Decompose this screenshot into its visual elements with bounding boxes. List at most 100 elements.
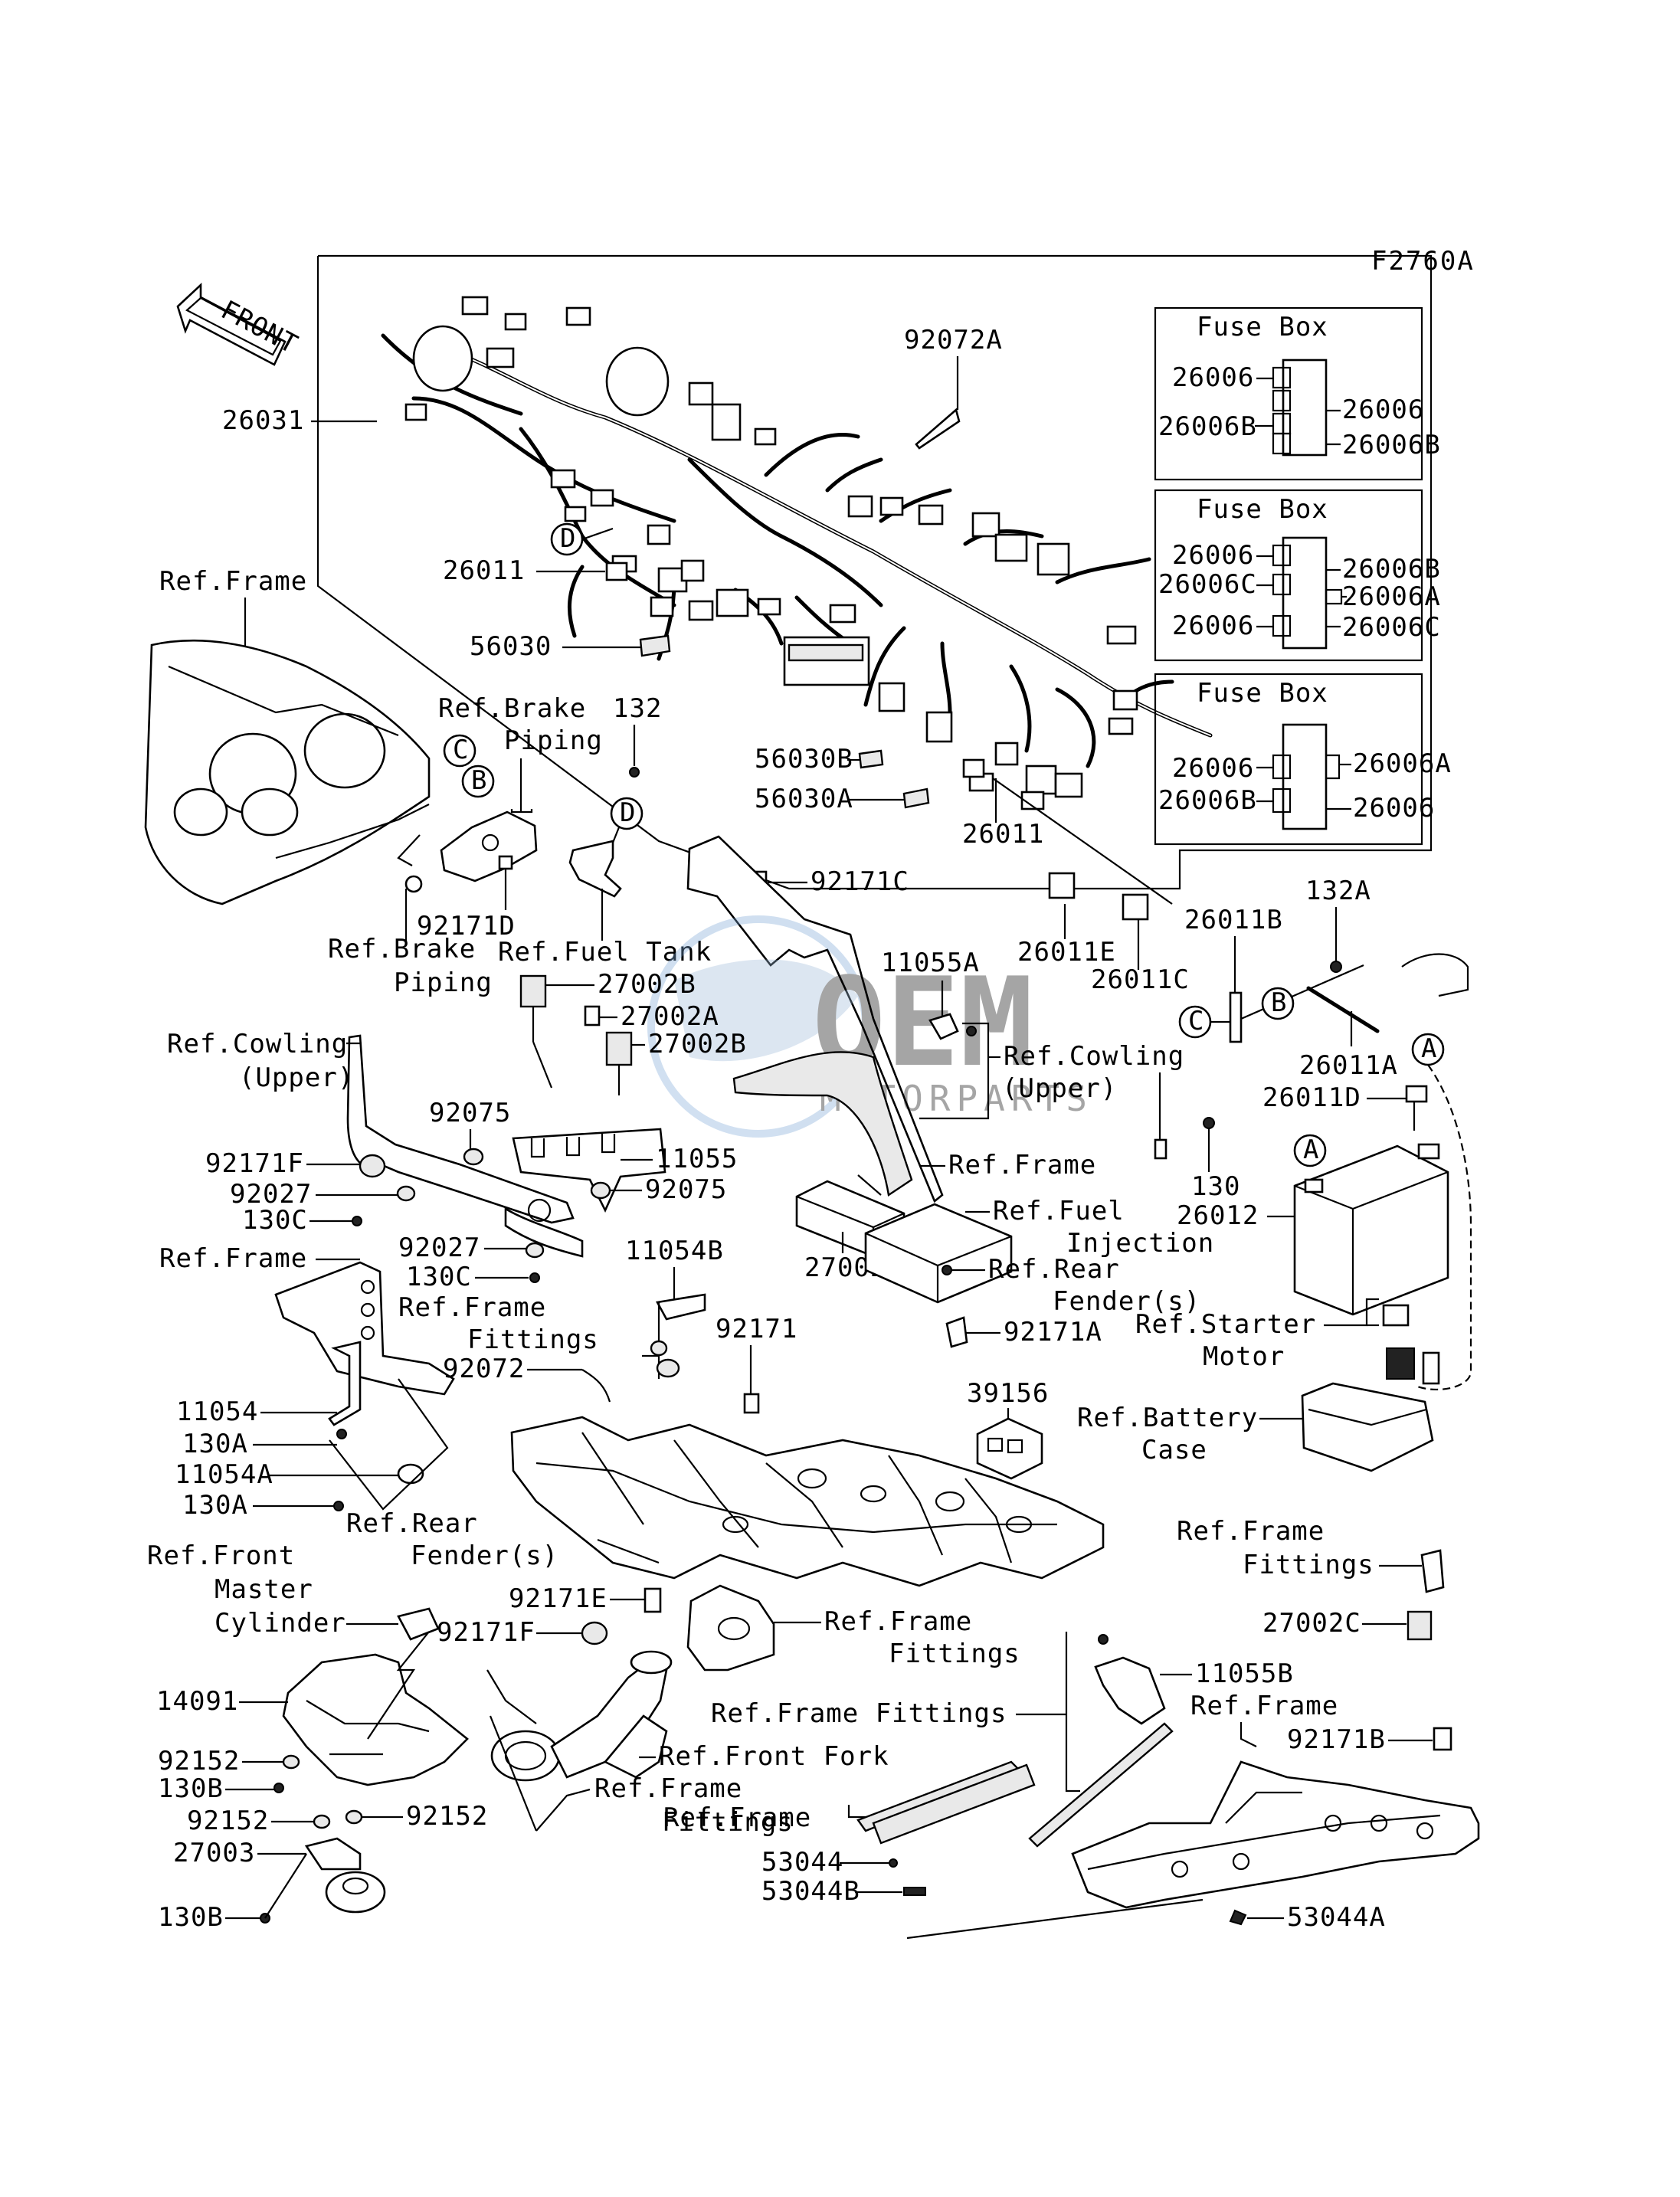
callout-26011A: 26011A (1299, 1050, 1398, 1081)
callout-27002B-mid: 27002B (648, 1029, 747, 1059)
callout-130B-lower: 130B (158, 1902, 224, 1933)
ref-rear-fender-left-1: Ref.Rear (346, 1508, 478, 1539)
fuse-box-3: Fuse Box 26006 26006B 26006A 26006 (1154, 673, 1452, 846)
horn-27003 (304, 1837, 386, 1914)
callout-39156: 39156 (967, 1378, 1049, 1409)
ref-fuel-injection-1: Ref.Fuel (993, 1196, 1125, 1226)
callout-11054B: 11054B (625, 1236, 724, 1266)
ref-frame-fittings-center-2: Fittings (889, 1639, 1020, 1669)
svg-text:26006C: 26006C (1158, 569, 1257, 600)
ref-cowling-upper-right-1: Ref.Cowling (1004, 1041, 1184, 1072)
fuse-box-2: Fuse Box 26006 26006C 26006 26006B 26006… (1154, 489, 1441, 662)
svg-text:Fuse Box: Fuse Box (1197, 494, 1328, 525)
circle-letter-d-bracket (610, 797, 644, 830)
ref-rear-fender-right-1: Ref.Rear (988, 1254, 1120, 1285)
callout-92075-lower: 92075 (645, 1174, 727, 1205)
ref-cowling-left-2: (Upper) (239, 1062, 354, 1093)
callout-11055: 11055 (656, 1144, 738, 1174)
ref-frame-fittings-center-1: Ref.Frame (824, 1606, 972, 1637)
svg-text:26006: 26006 (1172, 362, 1254, 393)
ref-frame-fittings-right-2: Fittings (1243, 1550, 1374, 1580)
ref-rear-fender-left-2: Fender(s) (411, 1541, 558, 1571)
callout-130: 130 (1191, 1171, 1240, 1202)
svg-text:26006: 26006 (1172, 540, 1254, 571)
ref-starter-motor-1: Ref.Starter (1135, 1309, 1316, 1340)
svg-text:B: B (471, 765, 487, 796)
callout-27002C: 27002C (1262, 1608, 1361, 1639)
ref-frame-fittings-lower-1: Ref.Frame (594, 1773, 742, 1804)
front-arrow-icon: FRONT (176, 283, 303, 366)
svg-text:26006B: 26006B (1158, 411, 1257, 442)
callout-92027-lower: 92027 (398, 1233, 480, 1263)
ref-frame-fittings-right-1: Ref.Frame (1177, 1516, 1325, 1547)
callout-56030B: 56030B (755, 744, 853, 774)
ref-brake-piping-2b: Piping (394, 968, 493, 998)
ref-cowling-upper-right-2: (Upper) (1002, 1073, 1117, 1104)
callout-92171A: 92171A (1004, 1317, 1102, 1347)
callout-56030: 56030 (470, 631, 552, 662)
callout-26011C: 26011C (1091, 964, 1190, 995)
svg-text:26006: 26006 (1342, 395, 1424, 425)
callout-92072: 92072 (443, 1354, 525, 1384)
svg-text:26006: 26006 (1172, 753, 1254, 784)
ref-front-master-cylinder-1: Ref.Front (147, 1541, 295, 1571)
callout-14091: 14091 (156, 1686, 238, 1717)
callout-130A-lower: 130A (182, 1490, 248, 1521)
callout-92171F-center: 92171F (437, 1617, 535, 1648)
callout-11054A: 11054A (175, 1459, 273, 1490)
circle-letter-b-frame (461, 765, 495, 798)
svg-text:C: C (1188, 1006, 1204, 1036)
callout-92027-upper: 92027 (230, 1179, 312, 1210)
svg-text:A: A (1303, 1135, 1319, 1165)
svg-text:A: A (1421, 1033, 1437, 1064)
callout-26011B: 26011B (1184, 905, 1283, 935)
ref-frame-fittings-long: Ref.Frame Fittings (711, 1698, 1007, 1729)
ref-frame-mid: Ref.Frame (948, 1150, 1096, 1180)
ref-frame-fittings-lower-2: Fittings (662, 1807, 794, 1838)
svg-text:Fuse Box: Fuse Box (1197, 678, 1328, 709)
callout-92152-left-upper: 92152 (158, 1746, 240, 1776)
ref-frame-rear-right: Ref.Frame (1190, 1691, 1338, 1721)
ref-frame-left-lower-1: Ref.Frame (398, 1292, 546, 1323)
svg-text:D: D (560, 523, 576, 554)
ref-front-master-cylinder-2: Master (215, 1574, 313, 1605)
ref-battery-case-1: Ref.Battery (1077, 1403, 1258, 1433)
svg-text:26006B: 26006B (1158, 785, 1257, 816)
callout-53044A: 53044A (1287, 1902, 1386, 1933)
callout-130C-lower: 130C (406, 1262, 472, 1292)
relay-box-39156 (976, 1417, 1043, 1480)
svg-text:26006: 26006 (1172, 611, 1254, 641)
harness-frame-outline (316, 254, 1433, 890)
callout-26012: 26012 (1177, 1200, 1259, 1231)
callout-132A: 132A (1305, 876, 1371, 906)
rear-fender-tray (510, 1416, 1105, 1587)
callout-92072A: 92072A (904, 325, 1003, 355)
ref-rear-fender-right-2: Fender(s) (1053, 1286, 1200, 1317)
battery (1293, 1143, 1449, 1316)
circle-letter-c-frame (443, 734, 476, 768)
ref-front-fork: Ref.Front Fork (659, 1741, 889, 1772)
ref-fuel-injection-2: Injection (1066, 1228, 1214, 1259)
svg-text:26006: 26006 (1353, 793, 1435, 823)
svg-text:Fuse Box: Fuse Box (1197, 312, 1328, 342)
ref-front-master-cylinder-3: Cylinder (215, 1608, 346, 1639)
callout-130B-upper: 130B (158, 1773, 224, 1804)
ref-fuel-tank: Ref.Fuel Tank (498, 937, 712, 968)
ref-frame-top-left: Ref.Frame (159, 566, 307, 597)
callout-56030A: 56030A (755, 784, 853, 814)
svg-text:26006B: 26006B (1342, 554, 1441, 584)
svg-text:26006A: 26006A (1353, 748, 1452, 779)
ref-cowling-left-1: Ref.Cowling (167, 1029, 348, 1059)
svg-text:C: C (453, 735, 469, 765)
headlight-bracket-14091 (282, 1653, 469, 1786)
callout-130A-upper: 130A (182, 1429, 248, 1459)
circle-letter-a-battery (1293, 1134, 1327, 1167)
ref-frame-left-lower-2: Fittings (467, 1324, 599, 1355)
diagram-code: F2760A (1371, 246, 1475, 277)
callout-132: 132 (613, 693, 662, 724)
callout-27002B-top: 27002B (598, 969, 696, 1000)
fuel-injection-unit (864, 1203, 1013, 1304)
circle-letter-b-battery (1261, 987, 1295, 1020)
callout-92171: 92171 (716, 1314, 797, 1344)
